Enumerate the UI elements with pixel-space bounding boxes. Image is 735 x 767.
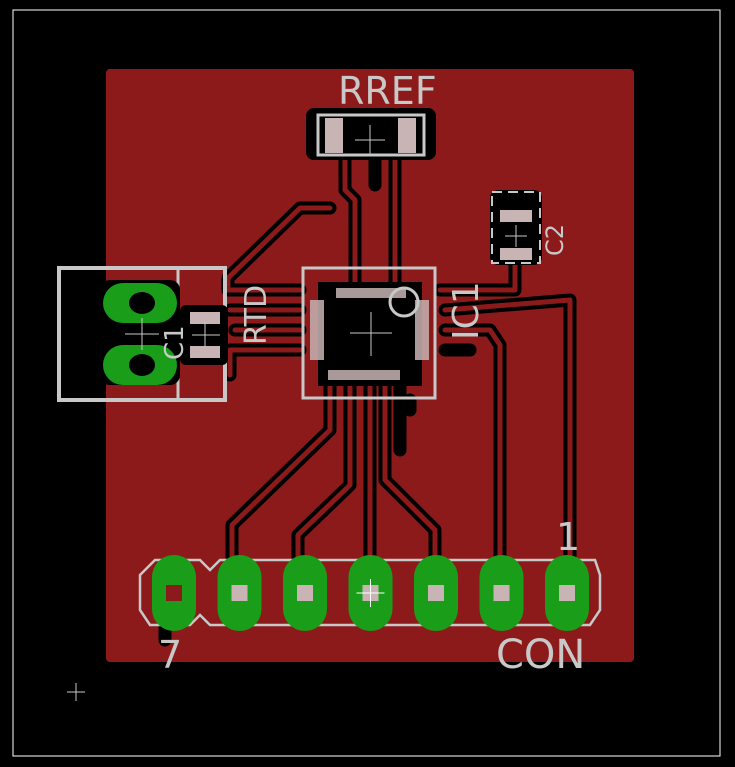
con-drill-2 xyxy=(493,585,510,601)
pin-1-label: 1 xyxy=(556,515,580,559)
ic1-chip[interactable]: IC1 xyxy=(301,266,487,400)
con-drill-7 xyxy=(166,585,182,601)
c1-capacitor[interactable]: C1 xyxy=(160,305,228,365)
ic1-label: IC1 xyxy=(446,281,487,340)
con-drill-6 xyxy=(231,585,248,601)
c2-capacitor[interactable]: C2 xyxy=(490,190,569,265)
rtd-terminal[interactable]: RTD xyxy=(57,266,274,402)
board-outline xyxy=(12,9,721,757)
origin-marker xyxy=(67,683,85,701)
pin-7-label: 7 xyxy=(158,633,182,677)
con-drill-3 xyxy=(428,585,444,601)
rref-label: RREF xyxy=(338,69,437,113)
c2-label: C2 xyxy=(541,224,569,256)
con-drill-1 xyxy=(559,585,575,601)
con-drill-5 xyxy=(297,585,313,601)
rref-resistor[interactable]: RREF xyxy=(306,69,437,160)
rtd-label: RTD xyxy=(239,285,274,345)
con-header[interactable]: CON 1 7 xyxy=(138,515,602,678)
con-label: CON xyxy=(496,632,585,678)
c1-label: C1 xyxy=(160,325,190,360)
copper-traces xyxy=(225,137,573,583)
